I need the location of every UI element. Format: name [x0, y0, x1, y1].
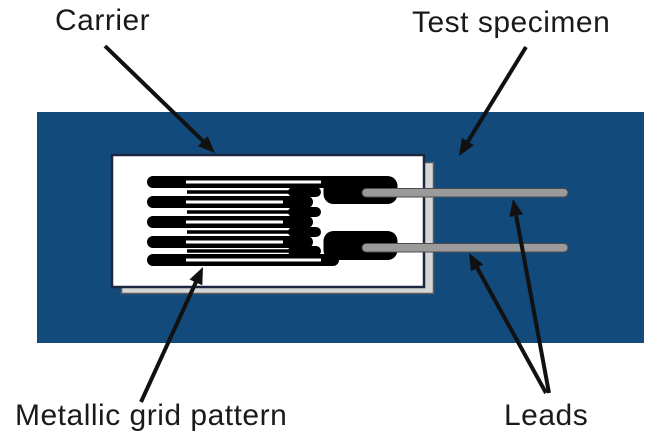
metallic-grid-arrowhead	[189, 267, 203, 286]
test-specimen-arrowhead	[459, 137, 474, 156]
carrier-arrowhead	[197, 136, 215, 153]
carrier-arrow	[103, 44, 215, 153]
solder-pad-bottom	[323, 231, 398, 260]
leads-arrow-bottom	[469, 253, 548, 394]
lead-wire-top	[361, 188, 569, 198]
metallic-grid-label: Metallic grid pattern	[15, 399, 288, 432]
metallic-grid-arrow	[139, 267, 203, 403]
metallic-grid-pattern	[147, 176, 398, 266]
leads-arrowhead-top	[509, 199, 524, 217]
annotation-arrows	[103, 44, 551, 403]
leads-label: Leads	[504, 399, 589, 432]
leads-arrowhead-bottom	[469, 253, 484, 272]
carrier-label: Carrier	[55, 4, 151, 37]
test-specimen-label: Test specimen	[412, 6, 611, 39]
test-specimen-arrow	[459, 45, 528, 156]
lead-wire-bottom	[361, 243, 569, 253]
leads-arrow-top	[509, 199, 551, 394]
